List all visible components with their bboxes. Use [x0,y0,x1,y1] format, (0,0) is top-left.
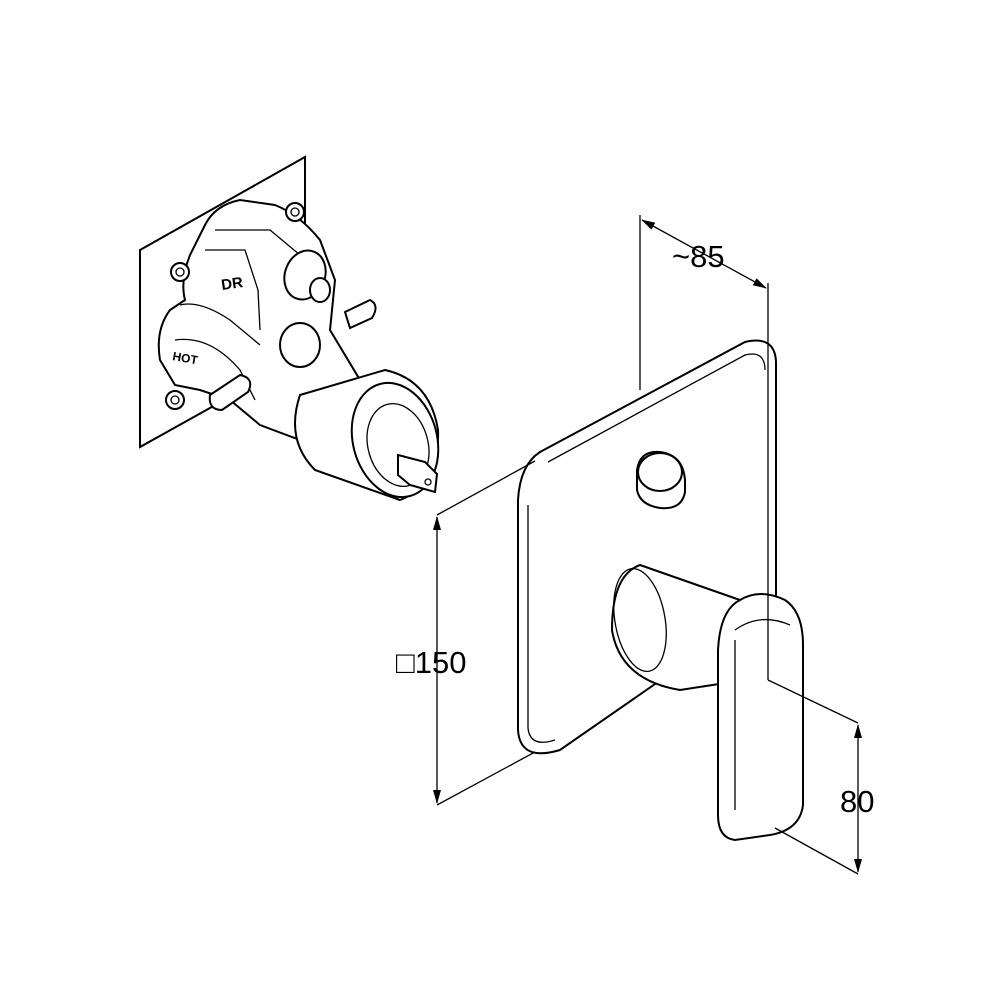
rough-in-valve: DR HOT [139,155,440,502]
plate-size-dimension-text: □150 [396,645,466,680]
handle-lever[interactable] [717,593,804,842]
diverter-button[interactable] [636,450,686,510]
dimension-handle-height: 80 [767,679,874,875]
cartridge-spindle [397,453,439,494]
dr-label: DR [220,274,244,294]
trim-set [517,339,804,842]
mixer-handle[interactable] [606,563,804,842]
dimension-plate-size: □150 [396,460,536,806]
dimension-depth: ~85 [639,215,769,680]
handle-height-dimension-text: 80 [840,784,874,819]
depth-dimension-text: ~85 [672,239,725,274]
hot-label: HOT [171,349,199,367]
